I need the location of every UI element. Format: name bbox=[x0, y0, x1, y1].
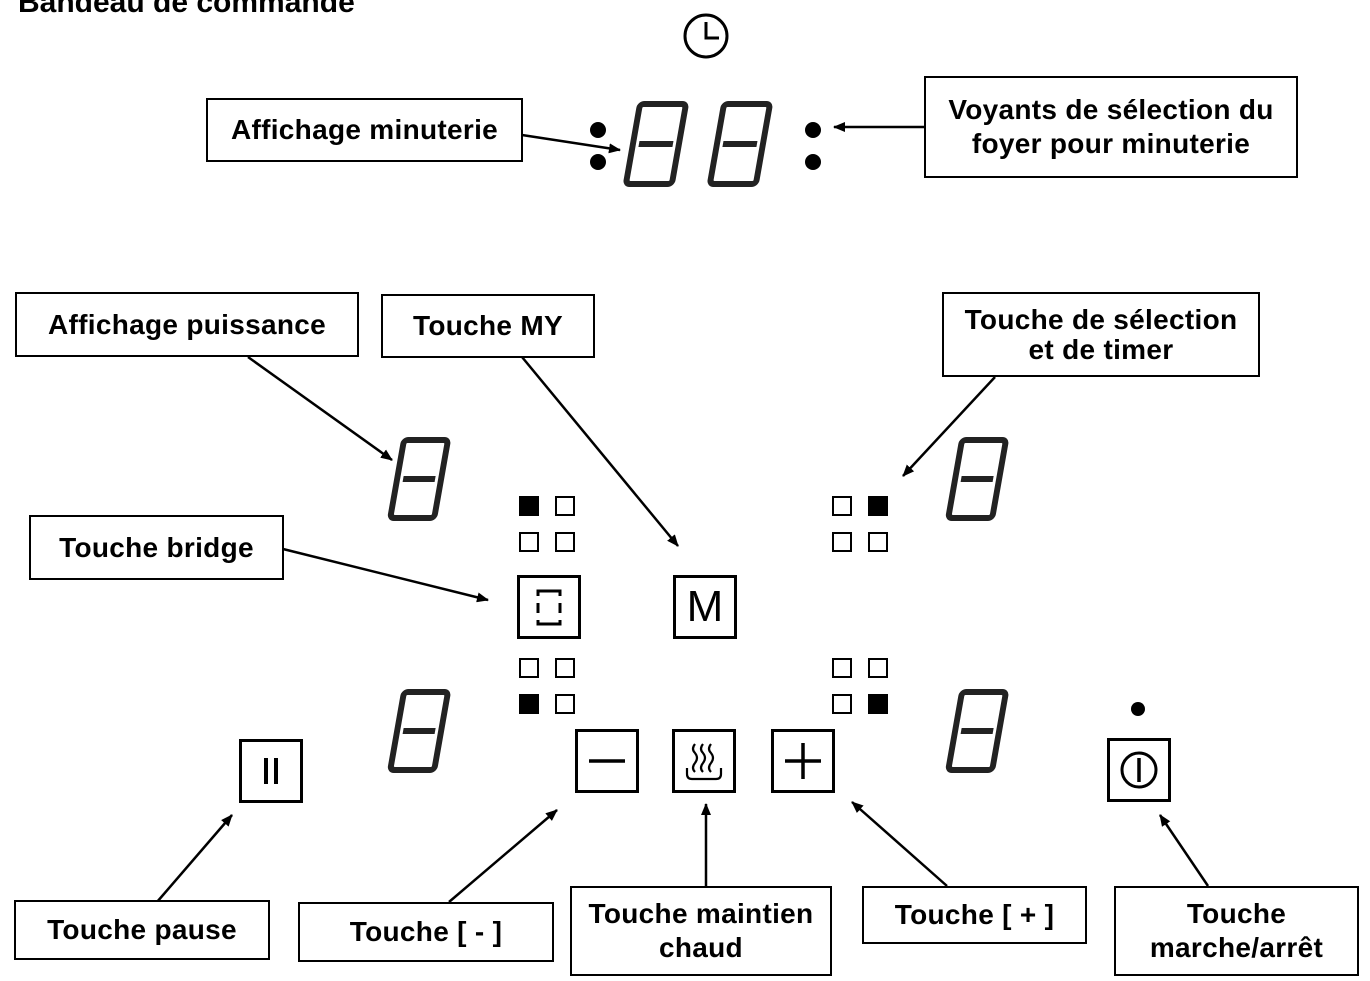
power-button[interactable] bbox=[1107, 738, 1171, 802]
label-touche-pause: Touche pause bbox=[14, 900, 270, 960]
plus-icon bbox=[785, 743, 821, 779]
zone-indicator bbox=[519, 658, 539, 678]
power-digit-back-right bbox=[945, 437, 1009, 521]
power-digit-back-left bbox=[387, 689, 451, 773]
label-touche-moins: Touche [ - ] bbox=[298, 902, 554, 962]
arrow-affichage-minuterie bbox=[521, 133, 621, 154]
arrow-touche-my bbox=[521, 356, 679, 547]
label-touche-my: Touche MY bbox=[381, 294, 595, 358]
minus-button[interactable] bbox=[575, 729, 639, 793]
bridge-icon bbox=[536, 589, 562, 626]
pause-button[interactable] bbox=[239, 739, 303, 803]
zone-indicator bbox=[555, 658, 575, 678]
keep-warm-icon bbox=[685, 743, 723, 781]
page-title: Bandeau de commande bbox=[18, 0, 355, 19]
clock-icon bbox=[683, 13, 729, 59]
power-icon bbox=[1120, 751, 1158, 789]
timer-selection-leds bbox=[590, 122, 821, 170]
power-indicator-led bbox=[1131, 702, 1145, 716]
zone-indicator bbox=[519, 694, 539, 714]
arrow-marche-arret bbox=[1158, 814, 1210, 887]
power-digit-front-right bbox=[945, 689, 1009, 773]
label-affichage-minuterie: Affichage minuterie bbox=[206, 98, 523, 162]
arrow-touche-pause bbox=[156, 814, 233, 903]
timer-digit-1 bbox=[623, 101, 689, 187]
arrow-affichage-puissance bbox=[247, 355, 393, 462]
arrow-touche-bridge bbox=[282, 547, 489, 603]
arrow-touche-moins bbox=[448, 809, 558, 903]
zone-indicator bbox=[519, 532, 539, 552]
zone-indicator bbox=[832, 532, 852, 552]
zone-indicator bbox=[555, 496, 575, 516]
pause-icon bbox=[264, 758, 278, 784]
my-button[interactable]: M bbox=[673, 575, 737, 639]
zone-indicator bbox=[832, 496, 852, 516]
zone-indicator bbox=[868, 658, 888, 678]
label-touche-maintien-chaud: Touche maintien chaud bbox=[570, 886, 832, 976]
zone-indicator bbox=[555, 532, 575, 552]
arrow-touche-selection bbox=[902, 376, 996, 477]
label-touche-bridge: Touche bridge bbox=[29, 515, 284, 580]
label-touche-plus: Touche [ + ] bbox=[862, 886, 1087, 944]
zone-indicator bbox=[832, 658, 852, 678]
bridge-button[interactable] bbox=[517, 575, 581, 639]
arrow-touche-plus bbox=[851, 801, 948, 887]
timer-digit-2 bbox=[707, 101, 773, 187]
label-touche-selection-timer: Touche de sélection et de timer bbox=[942, 292, 1260, 377]
zone-indicator bbox=[832, 694, 852, 714]
label-voyants-selection: Voyants de sélection du foyer pour minut… bbox=[924, 76, 1298, 178]
label-affichage-puissance: Affichage puissance bbox=[15, 292, 359, 357]
keep-warm-button[interactable] bbox=[672, 729, 736, 793]
plus-button[interactable] bbox=[771, 729, 835, 793]
minus-icon bbox=[589, 759, 625, 763]
zone-indicator bbox=[868, 694, 888, 714]
zone-indicator bbox=[868, 496, 888, 516]
zone-indicator bbox=[519, 496, 539, 516]
power-digit-front-left bbox=[387, 437, 451, 521]
label-touche-marche-arret: Touche marche/arrêt bbox=[1114, 886, 1359, 976]
zone-indicator bbox=[555, 694, 575, 714]
zone-indicator bbox=[868, 532, 888, 552]
